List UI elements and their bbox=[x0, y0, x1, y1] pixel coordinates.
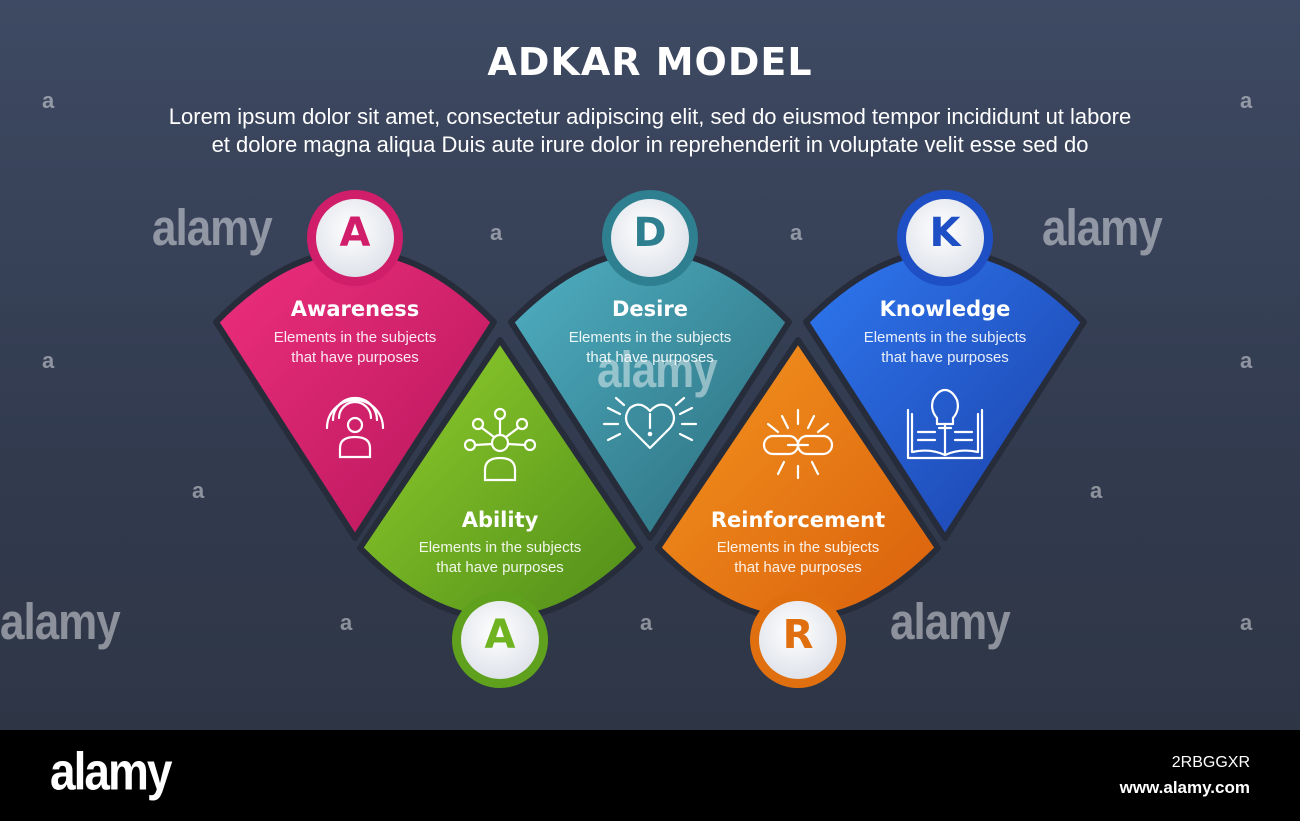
page-subtitle: Lorem ipsum dolor sit amet, consectetur … bbox=[55, 103, 1245, 159]
reinforcement-desc-line-1: Elements in the subjects bbox=[716, 539, 880, 556]
footer-bar: alamy 2RBGGXR www.alamy.com bbox=[0, 730, 1300, 821]
ability-desc-line-1: Elements in the subjects bbox=[418, 539, 582, 556]
footer-url: www.alamy.com bbox=[1119, 778, 1250, 797]
reinforcement-badge bbox=[750, 592, 846, 688]
watermark-small: a bbox=[790, 220, 802, 245]
awareness-title: Awareness bbox=[290, 297, 420, 321]
slide-canvas: ADKAR MODEL Lorem ipsum dolor sit amet, … bbox=[0, 0, 1300, 730]
reinforcement-desc: Elements in the subjects that have purpo… bbox=[678, 538, 918, 578]
awareness-letter: A bbox=[339, 210, 371, 256]
watermark-small: a bbox=[1090, 478, 1102, 503]
chain-link-icon bbox=[762, 408, 834, 480]
subtitle-line-1: Lorem ipsum dolor sit amet, consectetur … bbox=[168, 104, 1132, 129]
footer-image-id: 2RBGGXR bbox=[1171, 754, 1250, 771]
watermark-small: a bbox=[640, 610, 652, 635]
watermark-small: a bbox=[42, 348, 54, 373]
awareness-desc: Elements in the subjects that have purpo… bbox=[235, 328, 475, 368]
radar-person-icon bbox=[325, 396, 385, 459]
ability-title: Ability bbox=[461, 508, 539, 532]
book-bulb-icon bbox=[906, 388, 984, 460]
desire-letter: D bbox=[633, 210, 667, 256]
knowledge-desc: Elements in the subjects that have purpo… bbox=[825, 328, 1065, 368]
watermark-small: a bbox=[1240, 88, 1252, 113]
watermark: alamy bbox=[152, 200, 273, 257]
watermark-small: a bbox=[42, 88, 54, 113]
ability-badge bbox=[452, 592, 548, 688]
desire-badge bbox=[602, 190, 698, 286]
watermark-small: a bbox=[490, 220, 502, 245]
watermark-small: a bbox=[340, 610, 352, 635]
reinforcement-letter: R bbox=[782, 612, 814, 658]
ability-letter: A bbox=[484, 612, 516, 658]
watermark: alamy bbox=[0, 594, 121, 651]
watermark-small: a bbox=[1240, 610, 1252, 635]
network-person-icon bbox=[463, 407, 537, 482]
ability-desc: Elements in the subjects that have purpo… bbox=[380, 538, 620, 578]
watermark-small: a bbox=[192, 478, 204, 503]
reinforcement-title: Reinforcement bbox=[710, 508, 886, 532]
watermark-small: a bbox=[1240, 348, 1252, 373]
knowledge-desc-line-1: Elements in the subjects bbox=[863, 329, 1027, 346]
awareness-badge bbox=[307, 190, 403, 286]
awareness-desc-line-1: Elements in the subjects bbox=[273, 329, 437, 346]
ability-desc-line-2: that have purposes bbox=[436, 559, 564, 576]
watermark: alamy bbox=[1042, 200, 1163, 257]
knowledge-title: Knowledge bbox=[879, 297, 1011, 321]
heart-alert-icon bbox=[602, 396, 698, 450]
footer-logo: alamy bbox=[50, 741, 172, 801]
watermark: alamy bbox=[597, 342, 718, 399]
page-title: ADKAR MODEL bbox=[487, 40, 813, 84]
desire-desc-line-2: that have purposes bbox=[586, 349, 714, 366]
desire-desc: Elements in the subjects that have purpo… bbox=[530, 328, 770, 368]
subtitle-line-2: et dolore magna aliqua Duis aute irure d… bbox=[211, 132, 1089, 157]
knowledge-desc-line-2: that have purposes bbox=[881, 349, 1009, 366]
desire-desc-line-1: Elements in the subjects bbox=[568, 329, 732, 346]
watermark: alamy bbox=[890, 594, 1011, 651]
awareness-desc-line-2: that have purposes bbox=[291, 349, 419, 366]
knowledge-letter: K bbox=[929, 210, 961, 256]
desire-title: Desire bbox=[612, 297, 688, 321]
reinforcement-desc-line-2: that have purposes bbox=[734, 559, 862, 576]
knowledge-badge bbox=[897, 190, 993, 286]
adkar-diagram bbox=[213, 190, 1087, 688]
